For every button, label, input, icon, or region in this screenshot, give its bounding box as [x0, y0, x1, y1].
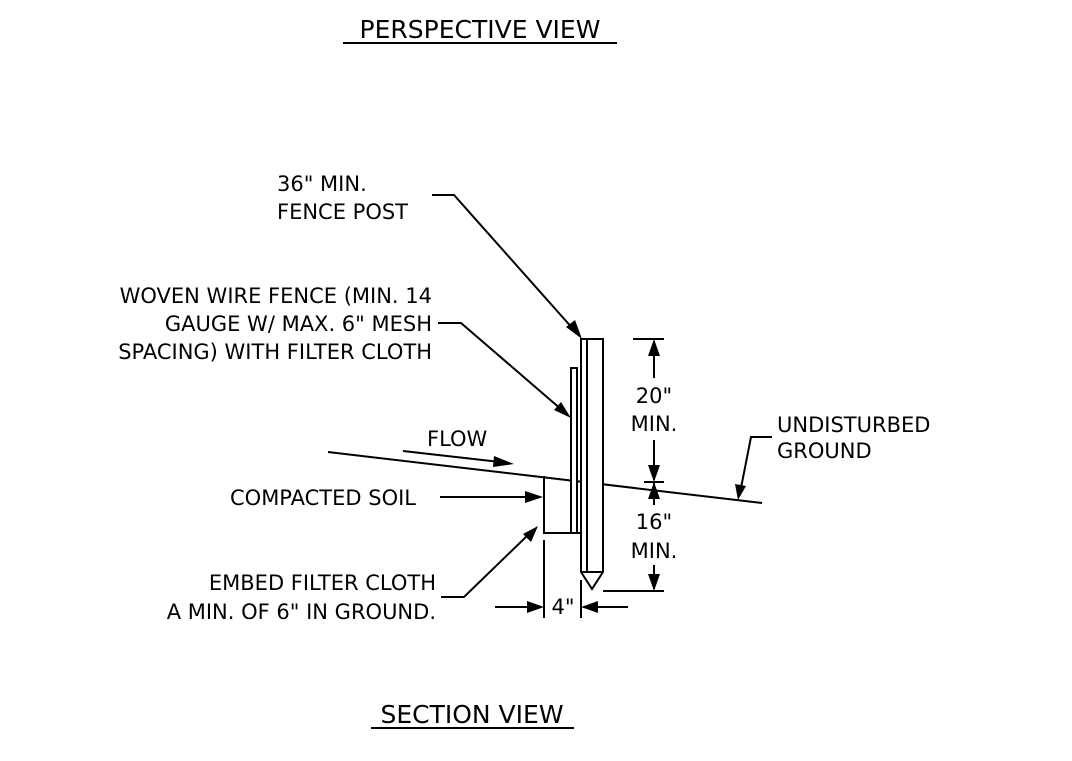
embed-label-line2: A MIN. OF 6" IN GROUND.	[167, 600, 436, 624]
embed-label-line1: EMBED FILTER CLOTH	[209, 571, 436, 595]
dim-4-value: 4"	[551, 595, 574, 619]
fence-post-label-line1: 36" MIN.	[277, 172, 367, 196]
section-view-title: SECTION VIEW	[380, 700, 563, 729]
flow-arrow-head	[493, 456, 514, 467]
flow-arrow-shaft	[402, 450, 501, 463]
fence-post-label-line2: FENCE POST	[277, 200, 408, 224]
undisturbed-leader	[740, 436, 772, 489]
woven-wire-leader	[438, 322, 563, 411]
perspective-view-title: PERSPECTIVE VIEW	[360, 15, 601, 44]
undisturbed-label-line2: GROUND	[777, 439, 872, 463]
undisturbed-leader-arrow	[735, 484, 746, 500]
dim-4-arrow-left	[527, 601, 544, 613]
woven-wire-leader-arrow	[554, 402, 571, 418]
compacted-soil-arrow	[525, 491, 543, 503]
woven-wire-fence	[570, 367, 578, 534]
embed-leader	[441, 534, 529, 598]
dim-16-value: 16"	[636, 510, 672, 534]
fence-post-leader	[432, 194, 575, 331]
woven-wire-label-line1: WOVEN WIRE FENCE (MIN. 14	[120, 284, 432, 308]
flow-label: FLOW	[427, 427, 488, 451]
woven-wire-label-line3: SPACING) WITH FILTER CLOTH	[118, 340, 432, 364]
fence-post-leader-arrow	[566, 320, 582, 339]
woven-wire-label-line2: GAUGE W/ MAX. 6" MESH	[165, 312, 432, 336]
undisturbed-label-line1: UNDISTURBED	[777, 413, 930, 437]
compacted-soil-block	[543, 476, 580, 534]
dim-20-min: MIN.	[631, 412, 678, 436]
dim-16-min: MIN.	[631, 539, 678, 563]
fence-post	[580, 338, 604, 591]
dim-20-arrow-bottom	[648, 465, 660, 482]
dim-20-arrow-top	[648, 339, 660, 356]
dim-16-arrow-bottom	[648, 574, 660, 591]
embed-leader-arrow	[523, 526, 538, 542]
dim-20-value: 20"	[636, 384, 672, 408]
dim-4-arrow-right	[581, 601, 598, 613]
compacted-soil-label: COMPACTED SOIL	[230, 486, 416, 510]
